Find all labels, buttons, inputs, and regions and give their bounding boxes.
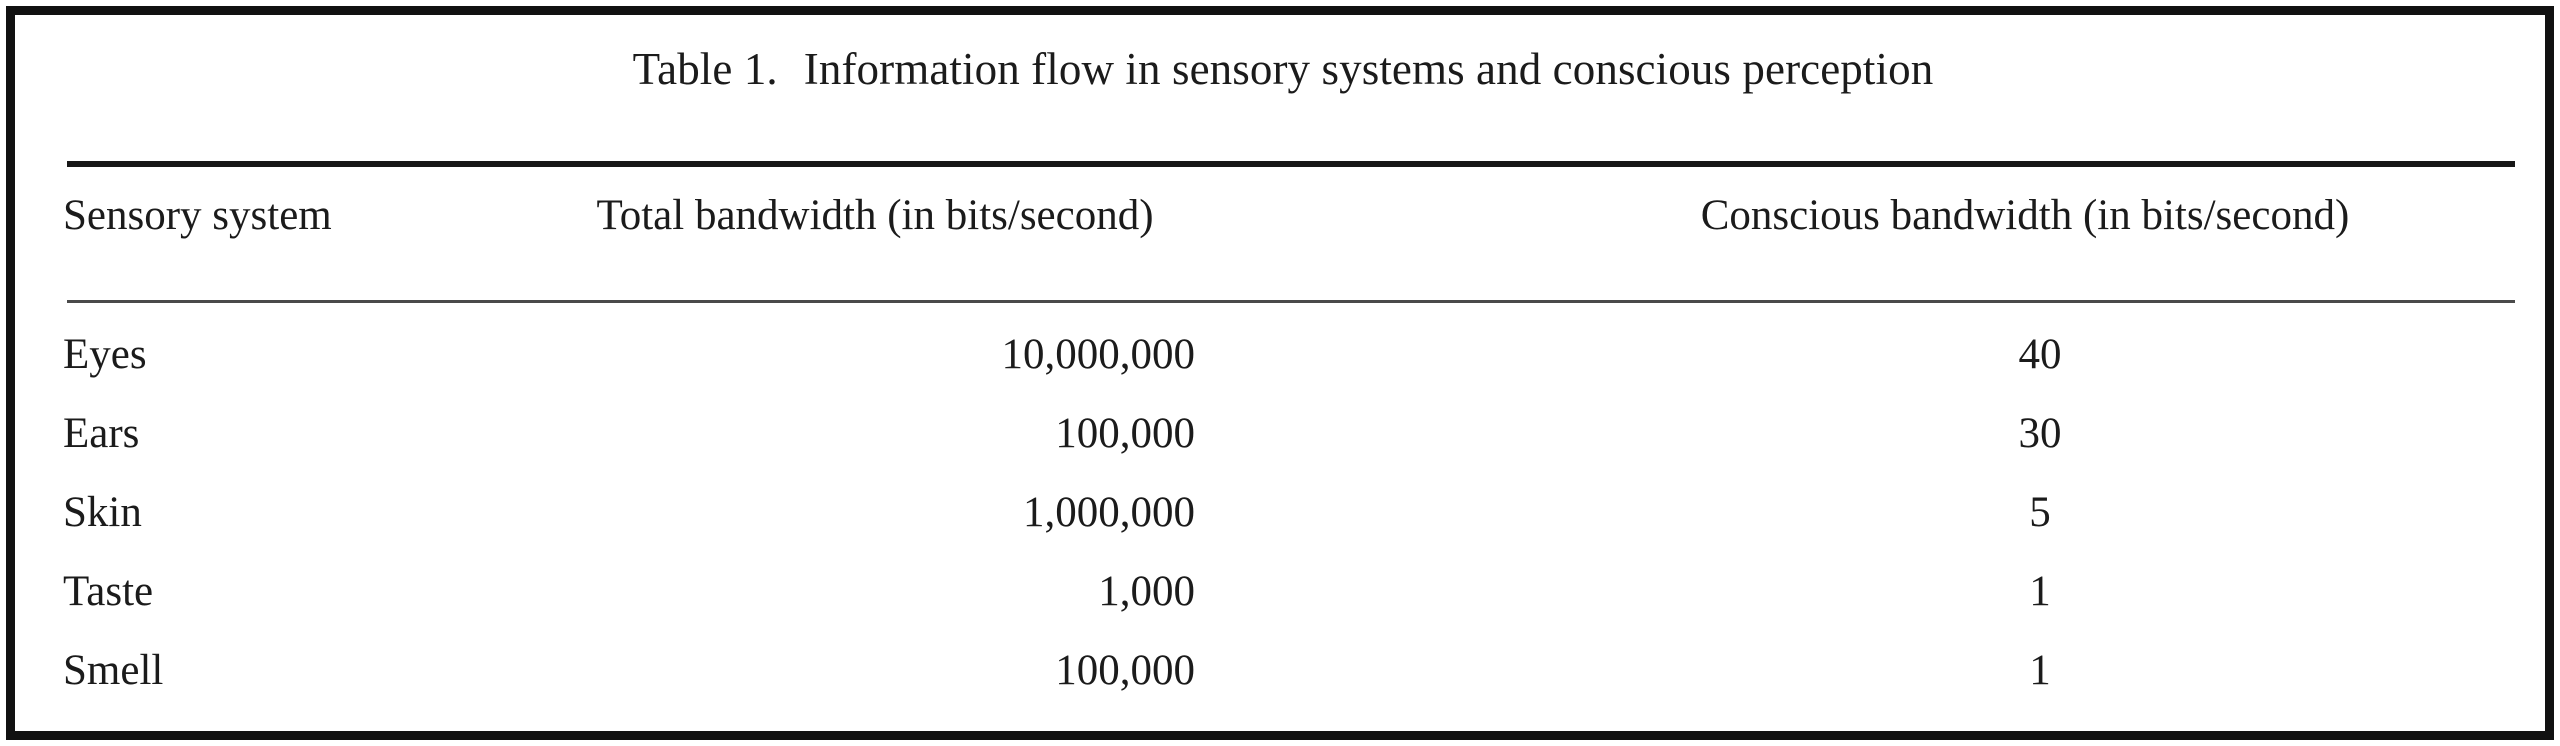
table-container: Table 1. Information flow in sensory syst… (15, 15, 2545, 731)
header-bottom-rule (67, 300, 2515, 303)
header-top-rule (67, 161, 2515, 167)
table-header-row: Sensory system Total bandwidth (in bits/… (15, 185, 2545, 257)
cell-total-bandwidth: 100,000 (1055, 647, 1195, 694)
table-row: Taste 1,000 1 (15, 556, 2545, 635)
cell-total-bandwidth: 10,000,000 (1001, 331, 1196, 378)
table-row: Skin 1,000,000 5 (15, 477, 2545, 556)
cell-total-bandwidth: 100,000 (1055, 410, 1195, 457)
cell-conscious-bandwidth: 1 (2029, 647, 2051, 694)
cell-sensory-system: Eyes (63, 331, 147, 378)
cell-conscious-bandwidth: 1 (2029, 568, 2051, 615)
cell-total-bandwidth: 1,000,000 (1023, 489, 1195, 536)
column-header-total-bandwidth: Total bandwidth (in bits/second) (596, 192, 1154, 239)
cell-conscious-bandwidth: 5 (2029, 489, 2051, 536)
cell-conscious-bandwidth: 30 (2018, 410, 2062, 457)
table-row: Eyes 10,000,000 40 (15, 319, 2545, 398)
table-caption-label: Table 1. (632, 44, 778, 94)
cell-sensory-system: Smell (63, 647, 164, 694)
table-caption: Table 1. Information flow in sensory syst… (63, 41, 2503, 97)
cell-sensory-system: Taste (63, 568, 154, 615)
column-header-conscious-bandwidth: Conscious bandwidth (in bits/second) (1700, 192, 2350, 239)
table-figure-frame: Table 1. Information flow in sensory syst… (6, 6, 2554, 740)
table-caption-title: Information flow in sensory systems and … (803, 44, 1934, 94)
table-row: Smell 100,000 1 (15, 635, 2545, 714)
cell-sensory-system: Ears (63, 410, 140, 457)
column-header-sensory-system: Sensory system (63, 192, 332, 239)
cell-conscious-bandwidth: 40 (2018, 331, 2062, 378)
cell-sensory-system: Skin (63, 489, 142, 536)
table-row: Ears 100,000 30 (15, 398, 2545, 477)
table-body: Eyes 10,000,000 40 Ears 100,000 30 Skin … (15, 319, 2545, 714)
cell-total-bandwidth: 1,000 (1098, 568, 1195, 615)
